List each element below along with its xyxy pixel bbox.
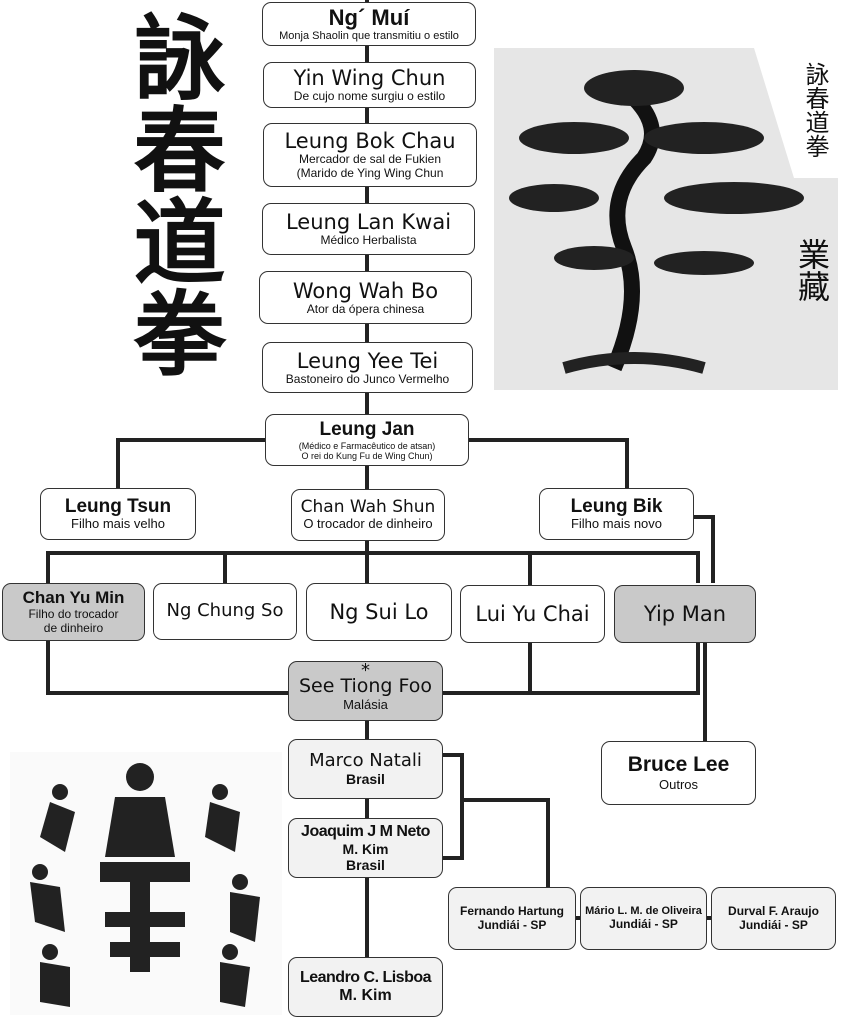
node-desc: (Médico e Farmacêutico de atsan) (298, 440, 436, 451)
node-name: Leung Bok Chau (284, 129, 456, 154)
node-marco-natali: Marco Natali Brasil (288, 739, 443, 799)
bonsai-tree-image: 詠春道拳 業藏 (494, 48, 838, 390)
node-desc: Jundiái - SP (609, 916, 678, 931)
node-name: Marco Natali (309, 749, 422, 771)
node-name: Leandro C. Lisboa (299, 968, 432, 986)
node-joaquim-neto: Joaquim J M Neto M. Kim Brasil (288, 818, 443, 878)
node-leung-lan-kwai: Leung Lan Kwai Médico Herbalista (262, 203, 475, 255)
node-desc: Filho mais novo (570, 516, 663, 532)
node-name: Bruce Lee (627, 753, 730, 777)
node-name: Chan Yu Min (22, 588, 125, 608)
node-leandro-lisboa: Leandro C. Lisboa M. Kim (288, 957, 443, 1017)
node-desc: Jundiái - SP (739, 917, 808, 932)
node-desc: Brasil (346, 771, 385, 788)
node-wong-wah-bo: Wong Wah Bo Ator da ópera chinesa (259, 271, 472, 324)
node-durval-araujo: Durval F. Araujo Jundiái - SP (711, 887, 836, 950)
node-ng-chung-so: Ng Chung So (153, 583, 297, 640)
calligraphy-wing-chun: 詠春道拳 (118, 10, 226, 378)
node-name: Mário L. M. de Oliveira (585, 905, 702, 918)
node-name: Fernando Hartung (460, 903, 564, 918)
node-desc: O rei do Kung Fu de Wing Chun) (301, 450, 433, 461)
node-name: Yip Man (643, 601, 727, 626)
node-name: Lui Yu Chai (475, 601, 590, 626)
node-desc: Filho mais velho (71, 516, 165, 532)
kung-fu-artwork-image (10, 752, 282, 1015)
node-yin-wing-chun: Yin Wing Chun De cujo nome surgiu o esti… (263, 62, 476, 108)
node-name: Durval F. Araujo (728, 903, 819, 918)
node-bruce-lee: Bruce Lee Outros (601, 741, 756, 805)
node-mario-oliveira: Mário L. M. de Oliveira Jundiái - SP (580, 887, 707, 950)
node-desc: Bastoneiro do Junco Vermelho (285, 371, 450, 386)
node-leung-bok-chau: Leung Bok Chau Mercador de sal de Fukien… (263, 123, 477, 187)
node-fernando-hartung: Fernando Hartung Jundiái - SP (448, 887, 576, 950)
node-yip-man: Yip Man (614, 585, 756, 643)
node-desc: M. Kim (342, 841, 389, 858)
node-name: Leung Jan (319, 418, 415, 440)
node-ng-sui-lo: Ng Sui Lo (306, 583, 452, 641)
node-chan-yu-min: Chan Yu Min Filho do trocador de dinheir… (2, 583, 145, 641)
node-name: Leung Lan Kwai (285, 210, 452, 235)
asterisk-mark: * (361, 660, 370, 681)
node-desc: Brasil (346, 857, 385, 874)
node-leung-yee-tei: Leung Yee Tei Bastoneiro do Junco Vermel… (262, 342, 473, 393)
node-desc: de dinheiro (43, 620, 104, 635)
node-desc: O trocador de dinheiro (303, 516, 433, 532)
node-leung-jan: Leung Jan (Médico e Farmacêutico de atsa… (265, 414, 469, 466)
node-lui-yu-chai: Lui Yu Chai (460, 585, 605, 643)
node-name: Chan Wah Shun (300, 496, 436, 517)
node-ng-mui: Ng´ Muí Monja Shaolin que transmitiu o e… (262, 2, 476, 46)
node-desc: Médico Herbalista (320, 233, 417, 248)
node-leung-bik: Leung Bik Filho mais novo (539, 488, 694, 540)
node-desc: M. Kim (339, 987, 392, 1004)
tree-inscription: 詠春道拳 (801, 62, 829, 158)
node-see-tiong-foo: * See Tiong Foo Malásia (288, 661, 443, 721)
node-desc: Mercador de sal de Fukien (298, 152, 442, 167)
node-desc: (Marido de Ying Wing Chun (296, 166, 444, 181)
node-desc: Monja Shaolin que transmitiu o estilo (279, 30, 459, 43)
tree-signature: 業藏 (793, 238, 831, 302)
node-desc: De cujo nome surgiu o estilo (293, 89, 446, 104)
node-desc: Outros (658, 776, 698, 792)
node-name: Ng Sui Lo (329, 599, 429, 624)
node-name: Leung Bik (570, 495, 663, 517)
node-leung-tsun: Leung Tsun Filho mais velho (40, 488, 196, 540)
node-name: Leung Tsun (64, 495, 172, 517)
node-name: Leung Yee Tei (296, 348, 439, 373)
node-desc: Ator da ópera chinesa (306, 301, 425, 316)
node-name: Ng´ Muí (328, 5, 410, 31)
node-name: Wong Wah Bo (292, 278, 439, 303)
node-name: Yin Wing Chun (293, 66, 446, 91)
node-name: Joaquim J M Neto (301, 822, 430, 840)
node-desc: Filho do trocador (28, 606, 119, 621)
node-desc: Jundiái - SP (477, 917, 547, 932)
node-name: See Tiong Foo (298, 675, 433, 697)
node-chan-wah-shun: Chan Wah Shun O trocador de dinheiro (291, 489, 445, 541)
node-desc: Malásia (343, 696, 388, 712)
node-name: Ng Chung So (166, 600, 284, 622)
